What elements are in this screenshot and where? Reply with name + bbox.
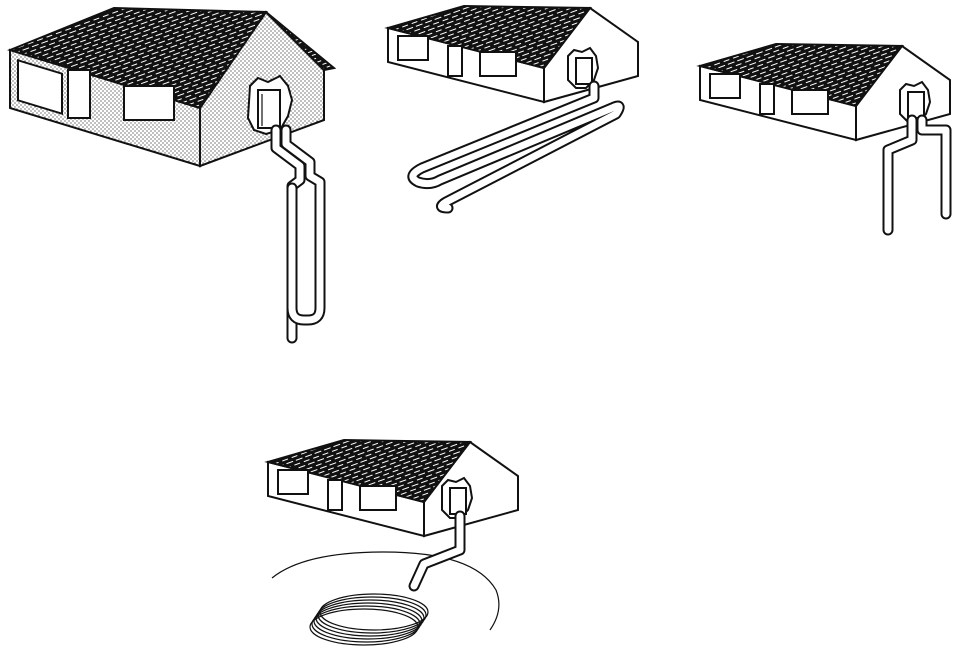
heat-pump-unit: [908, 92, 924, 118]
front-door: [68, 70, 90, 118]
garage-door: [398, 36, 428, 60]
vertical-loop-illustration: [4, 8, 344, 348]
front-door: [328, 480, 342, 510]
pond-coil: [310, 594, 428, 645]
pond-loop-illustration: [264, 440, 514, 648]
heat-pump-unit: [576, 58, 592, 84]
heat-pump-unit: [450, 488, 466, 514]
garage-door: [710, 74, 740, 98]
house-window: [124, 86, 174, 120]
house-window: [480, 52, 516, 76]
horizontal-loop-panel: [384, 6, 654, 216]
horizontal-loop-illustration: [384, 6, 654, 216]
front-door: [760, 84, 774, 114]
pond-loop-panel: [264, 440, 514, 648]
pond-outline: [272, 552, 499, 630]
return-well-pipe: [922, 120, 946, 214]
open-loop-illustration: [696, 44, 957, 236]
vertical-loop-panel: [4, 8, 344, 348]
garage-door: [278, 470, 308, 494]
house-window: [792, 90, 828, 114]
open-loop-panel: [696, 44, 957, 236]
supply-well-pipe: [888, 120, 912, 230]
heat-pump-unit: [258, 90, 280, 128]
front-door: [448, 46, 462, 76]
house-window: [360, 486, 396, 510]
